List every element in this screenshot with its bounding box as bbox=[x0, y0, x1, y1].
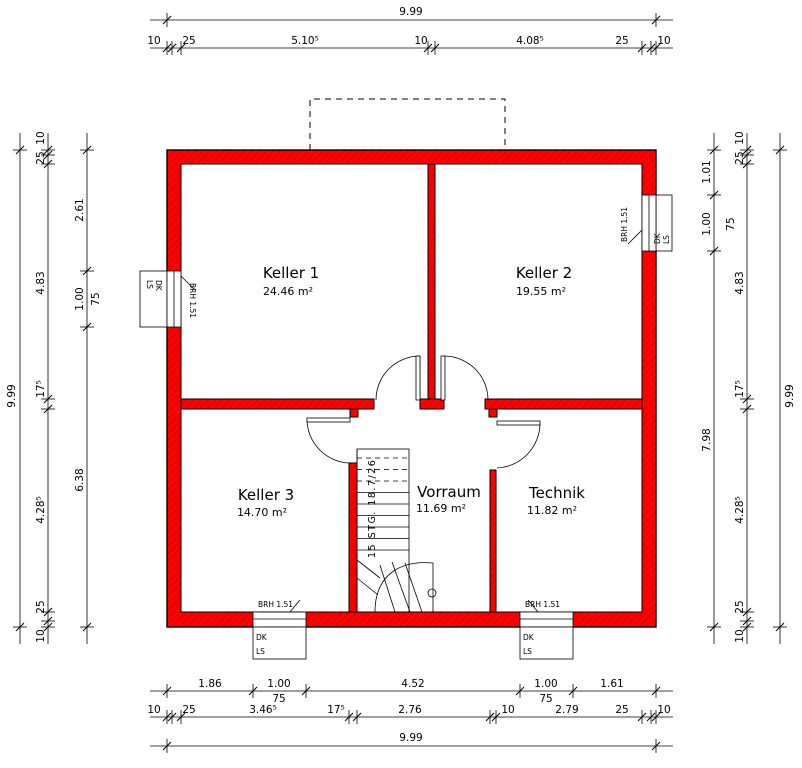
dimension-label: 1.01 bbox=[701, 160, 713, 183]
dimension-label: 75 bbox=[539, 693, 552, 705]
door-keller1 bbox=[375, 355, 421, 401]
door-keller2 bbox=[443, 355, 489, 401]
door-keller3 bbox=[306, 419, 351, 464]
room-area-technik: 11.82 m² bbox=[527, 504, 577, 517]
dimension-label: 75 bbox=[272, 693, 285, 705]
stair: 15 STG. 18.7/26 bbox=[356, 448, 437, 613]
dimension-label: 25 bbox=[35, 151, 47, 164]
dimension-label: 10 bbox=[657, 704, 670, 716]
room-area-keller2: 19.55 m² bbox=[516, 285, 566, 298]
dimension-label: 1.00 bbox=[701, 212, 713, 235]
room-name-technik: Technik bbox=[528, 484, 585, 502]
room-name-keller3: Keller 3 bbox=[238, 486, 294, 504]
dimension-label: 4.52 bbox=[401, 678, 424, 690]
dimension-label: 2.79 bbox=[555, 704, 578, 716]
window-ls-label: LS bbox=[662, 235, 671, 244]
window-brh-label: BRH 1.51 bbox=[258, 600, 293, 609]
dimension-label: 6.38 bbox=[74, 468, 86, 491]
dimension-label: 1.00 bbox=[534, 678, 557, 690]
door-technik bbox=[496, 422, 541, 469]
dimension-label: 17⁵ bbox=[734, 380, 746, 398]
wall-stair-left bbox=[348, 462, 358, 613]
dimension-label: 17⁵ bbox=[35, 380, 47, 398]
dimension-label: 9.99 bbox=[399, 6, 422, 18]
window-ls-label: LS bbox=[145, 280, 154, 289]
dimension-label: 25 bbox=[182, 704, 195, 716]
window-keller3: BRH 1.51 DK LS bbox=[252, 599, 307, 660]
dimension-label: 4.08⁵ bbox=[516, 35, 544, 47]
wall-vorraum-technik bbox=[489, 469, 497, 613]
dimension-label: 25 bbox=[734, 151, 746, 164]
stair-label: 15 STG. 18.7/26 bbox=[367, 459, 378, 558]
dimension-label: 2.76 bbox=[398, 704, 422, 716]
dimension-label: 10 bbox=[35, 629, 47, 642]
dimension-label: 17⁵ bbox=[327, 704, 345, 716]
room-name-vorraum: Vorraum bbox=[417, 483, 481, 501]
dimension-label: 25 bbox=[182, 35, 195, 47]
room-area-keller3: 14.70 m² bbox=[237, 506, 287, 519]
room-name-keller1: Keller 1 bbox=[263, 264, 319, 282]
stair-winder bbox=[379, 564, 396, 613]
dimension-label: 10 bbox=[501, 704, 514, 716]
window-ls-label: LS bbox=[256, 647, 265, 656]
dimension-label: 2.61 bbox=[74, 198, 86, 221]
walls bbox=[166, 149, 657, 628]
window-dk-label: DK bbox=[154, 280, 163, 292]
dimension-label: 10 bbox=[414, 35, 427, 47]
dimension-label: 9.99 bbox=[784, 384, 796, 407]
window-dk-label: DK bbox=[523, 633, 535, 642]
dimension-label: 7.98 bbox=[701, 428, 713, 451]
dimension-label: 9.99 bbox=[6, 384, 18, 407]
window-brh-label: BRH 1.51 bbox=[188, 283, 197, 318]
wall-mid-right bbox=[484, 398, 643, 410]
window-keller1: LS DK BRH 1.51 bbox=[139, 270, 197, 328]
dimension-label: 25 bbox=[615, 704, 628, 716]
dimension-label: 1.61 bbox=[600, 678, 623, 690]
dimension-label: 5.10⁵ bbox=[291, 35, 319, 47]
room-area-keller1: 24.46 m² bbox=[263, 285, 313, 298]
room-area-vorraum: 11.69 m² bbox=[416, 502, 466, 515]
window-dk-label: DK bbox=[256, 633, 268, 642]
dimension-label: 75 bbox=[90, 292, 102, 305]
stair-winder bbox=[356, 559, 381, 579]
wall-k1-k2 bbox=[427, 163, 436, 410]
dimension-label: 4.28⁵ bbox=[734, 496, 746, 524]
doors bbox=[306, 355, 541, 469]
dimension-label: 10 bbox=[147, 704, 160, 716]
stair-winder bbox=[356, 577, 379, 596]
dimension-label: 4.83 bbox=[35, 271, 47, 294]
dimension-label: 25 bbox=[734, 600, 746, 613]
dimension-label: 10 bbox=[657, 35, 670, 47]
dimension-label: 25 bbox=[35, 600, 47, 613]
dimension-label: 1.00 bbox=[267, 678, 290, 690]
dimension-label: 4.28⁵ bbox=[35, 496, 47, 524]
dimension-label: 10 bbox=[35, 131, 47, 144]
window-brh-label: BRH 1.51 bbox=[620, 207, 629, 242]
window-keller2: LS DK BRH 1.51 bbox=[620, 194, 673, 252]
wall-mid-left bbox=[180, 398, 375, 410]
dimension-label: 3.46⁵ bbox=[249, 704, 277, 716]
light-well-outline bbox=[309, 98, 506, 150]
outer-wall bbox=[166, 149, 657, 628]
dimension-label: 75 bbox=[725, 217, 737, 230]
wall-mid-center bbox=[419, 398, 445, 410]
window-dk-label: DK bbox=[653, 232, 662, 244]
windows: LS DK BRH 1.51 LS DK BRH 1.51 BRH 1.51 D… bbox=[139, 194, 673, 660]
window-brh-label: BRH 1.51 bbox=[525, 600, 560, 609]
dimension-label: 9.99 bbox=[399, 732, 422, 744]
window-ls-label: LS bbox=[523, 647, 532, 656]
room-name-keller2: Keller 2 bbox=[516, 264, 572, 282]
room-labels: Keller 1 24.46 m² Keller 2 19.55 m² Kell… bbox=[237, 264, 585, 519]
dimension-label: 10 bbox=[147, 35, 160, 47]
stair-winder bbox=[404, 562, 423, 613]
dimension-label: 1.86 bbox=[198, 678, 222, 690]
window-technik: BRH 1.51 DK LS bbox=[519, 599, 574, 660]
dimension-label: 4.83 bbox=[734, 271, 746, 294]
dimension-chains: 9.99 10 25 5.10⁵ 10 4.08⁵ 25 10 1.86 1.00 4.52 1.00… bbox=[6, 6, 796, 753]
dimension-label: 1.00 bbox=[74, 287, 86, 310]
dimension-label: 10 bbox=[734, 629, 746, 642]
dimension-label: 10 bbox=[734, 131, 746, 144]
dimension-label: 25 bbox=[615, 35, 628, 47]
